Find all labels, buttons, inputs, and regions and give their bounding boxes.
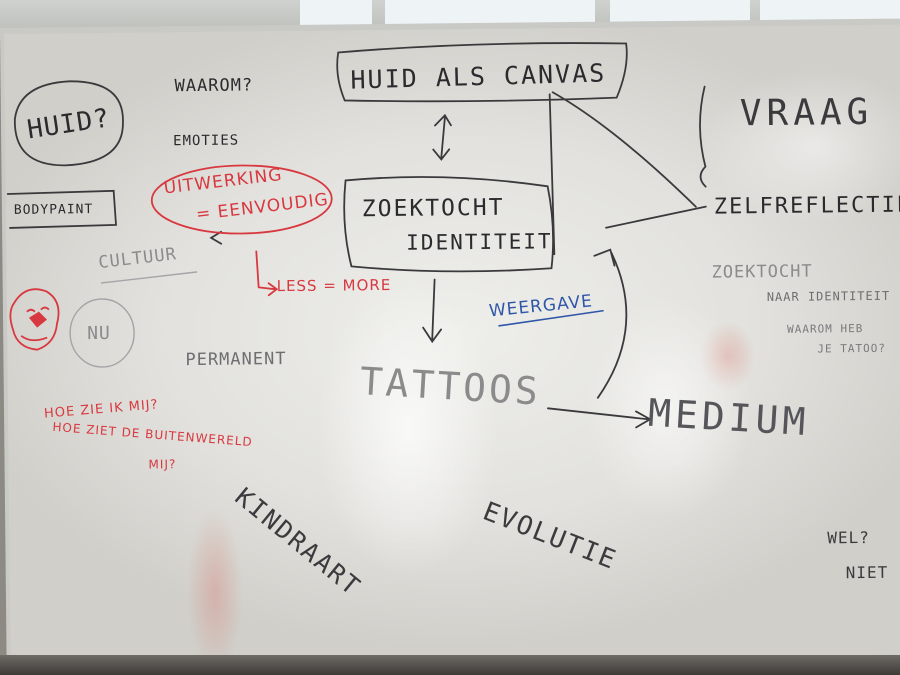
label-nu: NU	[87, 322, 111, 345]
label-je-tatoo: JE TATOO?	[817, 341, 887, 356]
middle-box	[343, 176, 554, 273]
bubble-nu	[69, 298, 135, 368]
label-waarom: WAAROM?	[174, 75, 254, 97]
title-box	[336, 42, 628, 103]
label-bodypaint: BODYPAINT	[13, 202, 94, 218]
label-zoektocht-right: ZOEKTOCHT	[711, 261, 813, 283]
line-title-right	[551, 91, 697, 208]
label-permanent: PERMANENT	[185, 349, 287, 371]
arrow-medium-middle	[593, 248, 628, 399]
label-mij: MIJ?	[148, 457, 177, 472]
label-medium: MEDIUM	[646, 390, 811, 445]
label-wel: WEL?	[827, 527, 870, 548]
label-less-more: LESS = MORE	[276, 275, 392, 296]
bodypaint-box	[6, 189, 117, 229]
arrow-middle-tattoos	[422, 278, 443, 344]
label-naar-identiteit: NAAR IDENTITEIT	[766, 288, 891, 305]
label-zoektocht: ZOEKTOCHT	[361, 194, 505, 223]
arrow-less-more	[255, 250, 279, 297]
title-huid-als-canvas: HUID ALS CANVAS	[350, 58, 607, 95]
label-waarom-heb: WAAROM HEB	[787, 322, 864, 336]
whiteboard: HUID ALS CANVAS ZOEKTOCHT IDENTITEIT WEE…	[4, 24, 900, 664]
bubble-huid	[13, 80, 124, 167]
arrow-tattoos-medium	[547, 407, 652, 429]
whiteboard-tray	[0, 655, 900, 675]
bubble-uitwerking	[150, 164, 333, 235]
label-vraag: VRAAG	[739, 91, 874, 135]
label-zelfreflectie: ZELFREFLECTIE	[713, 192, 900, 220]
label-tattoos: TATTOOS	[358, 359, 543, 414]
label-niet: NIET	[845, 562, 889, 583]
line-middle-right	[605, 205, 707, 229]
line-title-middle	[548, 93, 556, 256]
bracket-vraag	[699, 85, 707, 188]
dash-cultuur	[209, 230, 223, 245]
label-identiteit: IDENTITEIT	[406, 229, 553, 255]
label-emoties: EMOTIES	[173, 132, 240, 150]
line-cultuur	[100, 271, 198, 284]
underline-weergave	[498, 309, 604, 327]
arrow-title-middle	[432, 113, 452, 161]
marker-strokes	[6, 42, 707, 429]
lion-face-doodle-icon	[9, 288, 60, 351]
